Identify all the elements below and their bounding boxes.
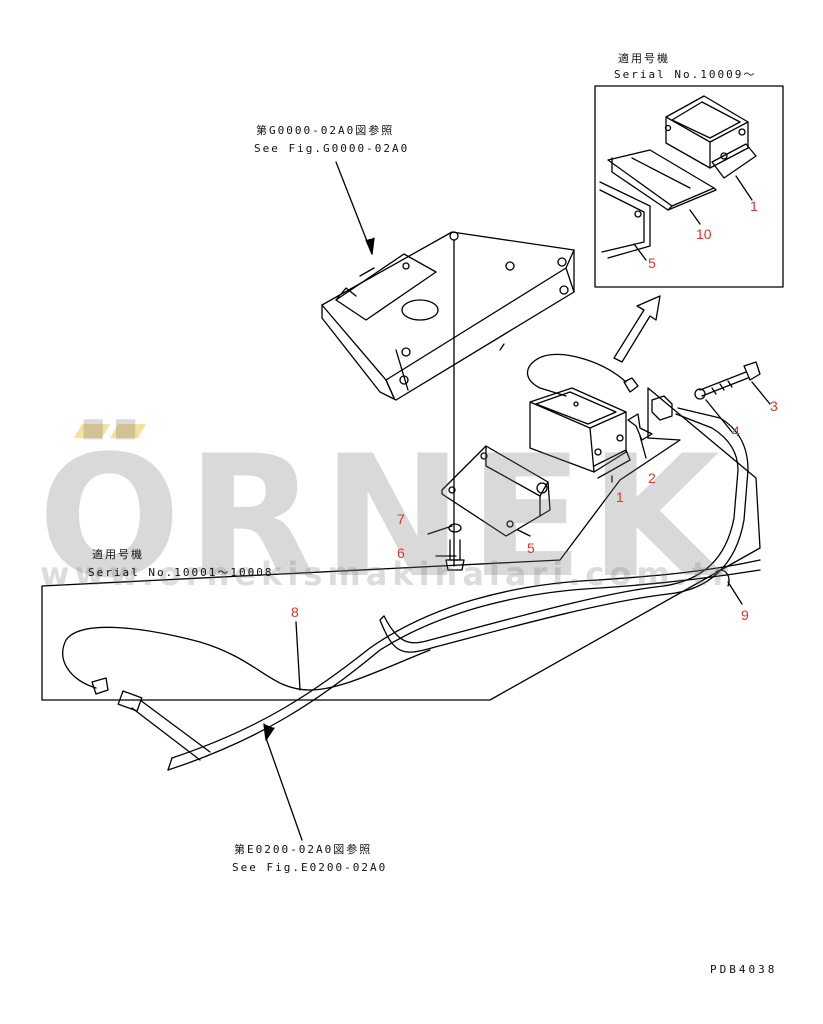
part-number-1-inset: 1 [750,198,758,214]
part-number-8: 8 [291,604,299,620]
part-number-5-inset: 5 [648,255,656,271]
buzzer-wire [527,353,627,397]
inset-arrow [613,295,661,363]
washer-7 [448,523,462,533]
drawing-code: PDB4038 [710,963,778,976]
bracket-main [441,445,551,537]
ref-bottom-jp: 第E0200-02A0図参照 [234,843,373,856]
inset-bracket [599,181,651,259]
washer-4 [694,388,706,400]
part-number-2: 2 [648,470,656,486]
bolt-3 [699,361,761,397]
ref-leader-bottom [265,737,303,841]
part-number-6: 6 [397,545,405,561]
part-number-3: 3 [770,398,778,414]
bolt-6 [445,539,465,571]
part-number-9: 9 [741,607,749,623]
inset-upper-label: 適用号機 [618,52,670,65]
connector [651,395,673,421]
ref-top-en: See Fig.G0000-02A0 [254,142,410,155]
inset-lower-serial: Serial No.10001～10008 [88,566,274,579]
harness-cable [117,407,761,771]
ref-bottom-en: See Fig.E0200-02A0 [232,861,388,874]
part-number-7: 7 [397,511,405,527]
inset-box-upper [594,85,784,288]
ref-leader-top [335,161,373,255]
part-number-1: 1 [616,489,624,505]
part-number-4: 4 [732,423,740,439]
inset-lower-label: 適用号機 [92,548,144,561]
mounting-plate [321,231,575,401]
wire-8 [62,626,431,691]
inset-upper-serial: Serial No.10009～ [614,68,757,81]
part-number-5: 5 [527,540,535,556]
inset-frame-lower [41,387,761,701]
clip [627,413,653,441]
ref-top-jp: 第G0000-02A0図参照 [256,124,395,137]
buzzer-main [529,387,631,479]
inset-buzzer-box [664,95,757,179]
part-number-10-inset: 10 [696,226,712,242]
inset-tray [607,149,717,211]
